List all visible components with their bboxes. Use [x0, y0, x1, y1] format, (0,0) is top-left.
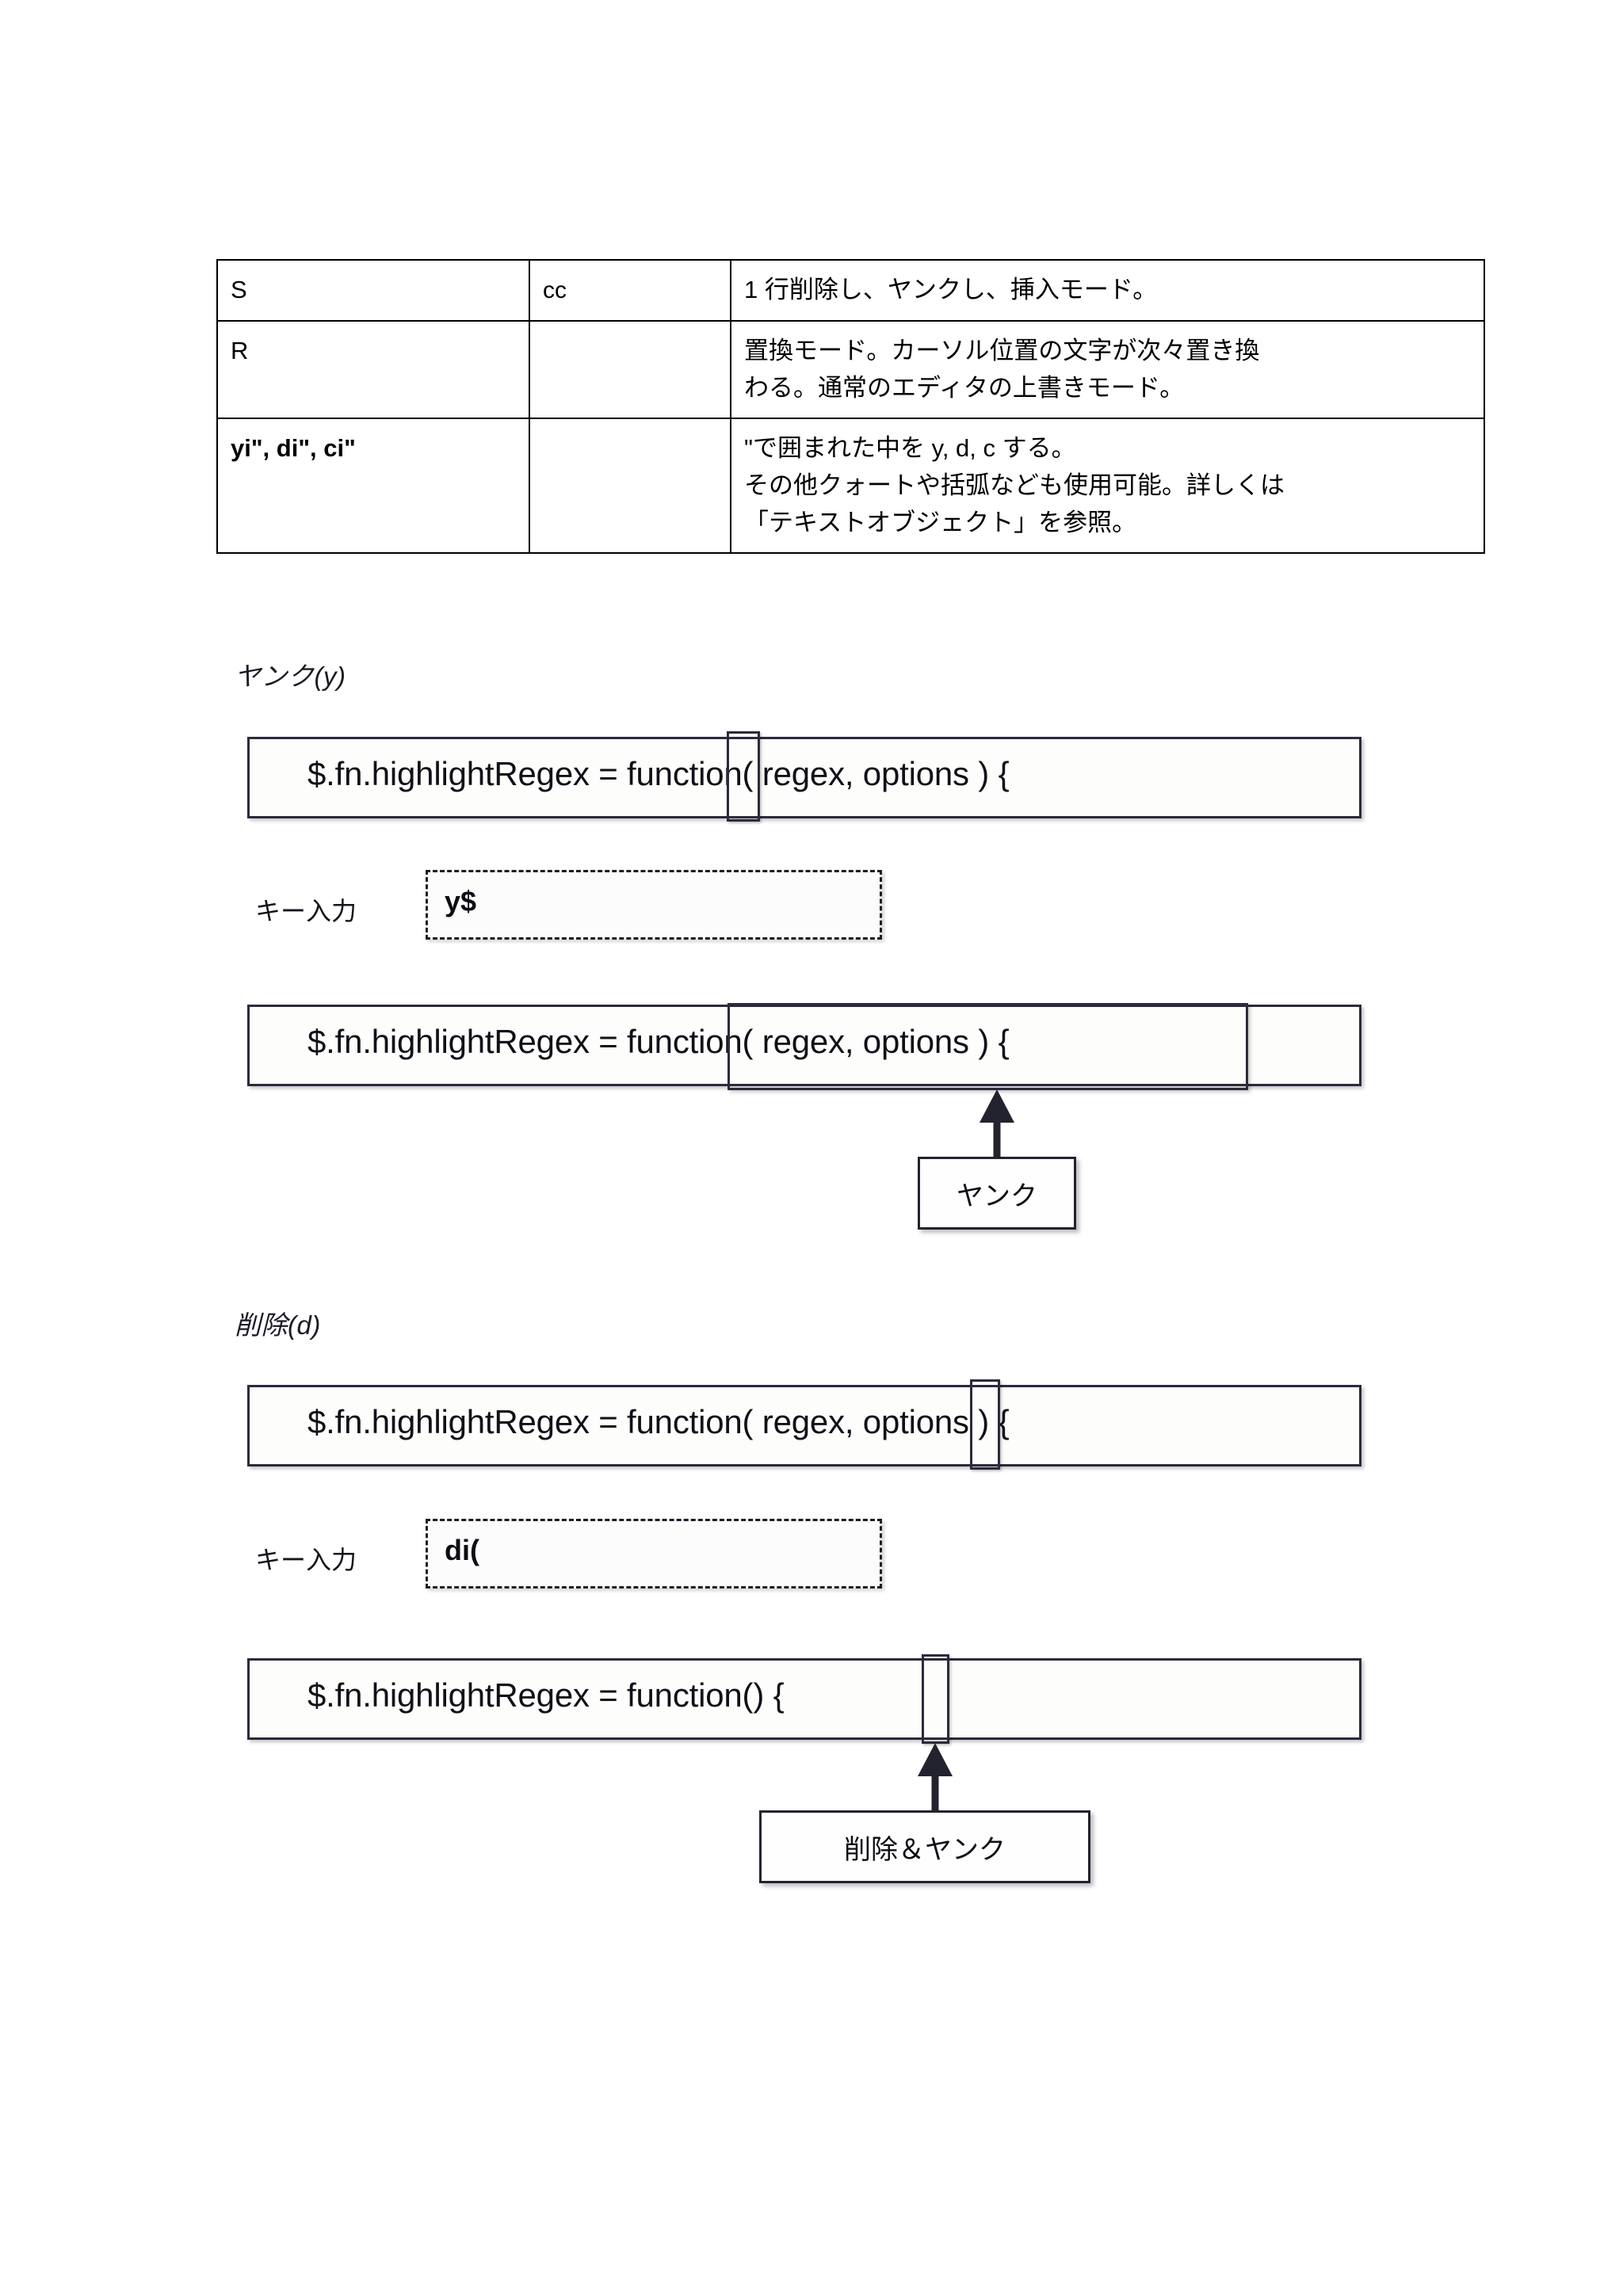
table-cell-alt	[529, 319, 731, 419]
callout-box-delete: 削除＆ヤンク	[759, 1810, 1090, 1883]
command-alt: cc	[543, 277, 567, 303]
callout-label-yank: ヤンク	[957, 1180, 1037, 1211]
callout-label-delete: 削除＆ヤンク	[844, 1834, 1006, 1865]
description-line: わる。通常のエディタの上書きモード。	[744, 373, 1185, 402]
table-cell-description: 1 行削除し、ヤンクし、挿入モード。	[730, 259, 1485, 322]
table-cell-key: R	[216, 319, 530, 419]
key-input-label-yank: キー入力	[255, 897, 357, 925]
code-text-delete-after: $.fn.highlightRegex = function() {	[307, 1676, 785, 1714]
table-cell-description: 置換モード。カーソル位置の文字が次々置き換 わる。通常のエディタの上書きモード。	[730, 319, 1485, 419]
key-input-value-yank: y$	[445, 885, 477, 917]
callout-box-yank: ヤンク	[918, 1157, 1076, 1230]
key-input-box-delete[interactable]	[426, 1519, 882, 1589]
code-text-yank-before: $.fn.highlightRegex = function( regex, o…	[307, 755, 1010, 792]
command-key: yi", di", ci"	[231, 433, 356, 462]
cursor-highlight-delete-after	[922, 1654, 949, 1744]
table-cell-key: S	[216, 259, 530, 322]
table-row: R 置換モード。カーソル位置の文字が次々置き換 わる。通常のエディタの上書きモー…	[216, 319, 1485, 419]
table-cell-alt: cc	[529, 259, 731, 322]
key-input-label-delete: キー入力	[255, 1546, 357, 1574]
table-row: S cc 1 行削除し、ヤンクし、挿入モード。	[216, 259, 1485, 322]
cursor-highlight-delete-before	[970, 1379, 1000, 1470]
table-cell-alt	[529, 417, 731, 555]
command-reference-table: S cc 1 行削除し、ヤンクし、挿入モード。 R 置換モード。カーソル位置の文…	[216, 259, 1485, 555]
description-line: その他クォートや括弧なども使用可能。詳しくは	[744, 471, 1285, 499]
description-line: 1 行削除し、ヤンクし、挿入モード。	[744, 276, 1158, 303]
key-input-value-delete: di(	[445, 1534, 479, 1566]
command-key: S	[231, 276, 247, 303]
table-cell-key: yi", di", ci"	[216, 417, 530, 555]
yank-range-highlight	[727, 1003, 1248, 1090]
code-box-delete-before	[247, 1385, 1361, 1466]
code-box-yank-before	[247, 737, 1361, 818]
description-line: 「テキストオブジェクト」を参照。	[744, 509, 1137, 537]
description-line: 置換モード。カーソル位置の文字が次々置き換	[744, 336, 1260, 364]
key-input-box-yank[interactable]	[426, 870, 882, 940]
cursor-highlight-yank-before	[727, 731, 760, 822]
code-box-yank-after	[247, 1005, 1361, 1086]
section-heading-delete: 削除(d)	[235, 1310, 321, 1340]
table-cell-description: "で囲まれた中を y, d, c する。 その他クォートや括弧なども使用可能。詳…	[730, 417, 1485, 555]
table-row: yi", di", ci" "で囲まれた中を y, d, c する。 その他クォ…	[216, 417, 1485, 555]
code-text-delete-before: $.fn.highlightRegex = function( regex, o…	[307, 1403, 1010, 1440]
description-line: "で囲まれた中を y, d, c する。	[744, 433, 1076, 462]
section-heading-yank: ヤンク(y)	[235, 662, 346, 691]
code-box-delete-after	[247, 1658, 1361, 1740]
command-key: R	[231, 336, 249, 364]
code-text-yank-after: $.fn.highlightRegex = function( regex, o…	[307, 1023, 1010, 1060]
